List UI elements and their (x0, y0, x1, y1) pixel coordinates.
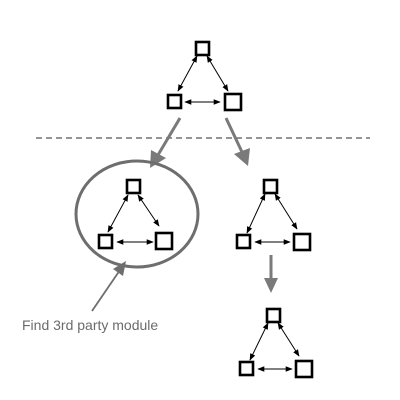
module-node-right (154, 231, 174, 251)
split-arrow-right (224, 117, 250, 166)
module-node-right (294, 359, 314, 379)
link-top-left (177, 55, 198, 92)
annotation-label: Find 3rd party module (22, 317, 158, 333)
module-node-right (292, 232, 312, 252)
top-module-cluster (166, 40, 243, 112)
module-node-left (238, 360, 255, 377)
module-node-left (97, 233, 114, 250)
module-node-top (262, 178, 279, 195)
link-top-left (246, 193, 266, 234)
link-top-right (206, 55, 229, 92)
callout-arrow (91, 261, 126, 312)
link-top-right (277, 322, 300, 357)
module-node-top (194, 40, 211, 57)
bottom-right-module-cluster (238, 307, 314, 379)
link-top-right (274, 193, 298, 230)
left-module-cluster (97, 178, 174, 251)
link-top-left (249, 322, 269, 361)
module-node-top (265, 307, 282, 324)
module-node-left (235, 233, 252, 250)
module-node-top (125, 178, 142, 195)
third-party-highlight-ring (74, 159, 200, 269)
middle-right-module-cluster (235, 178, 312, 252)
link-top-right (137, 194, 160, 227)
split-arrow-left (150, 117, 182, 168)
down-arrow (264, 255, 278, 293)
module-node-right (223, 92, 243, 112)
link-top-left (107, 194, 129, 233)
module-node-left (166, 93, 183, 110)
